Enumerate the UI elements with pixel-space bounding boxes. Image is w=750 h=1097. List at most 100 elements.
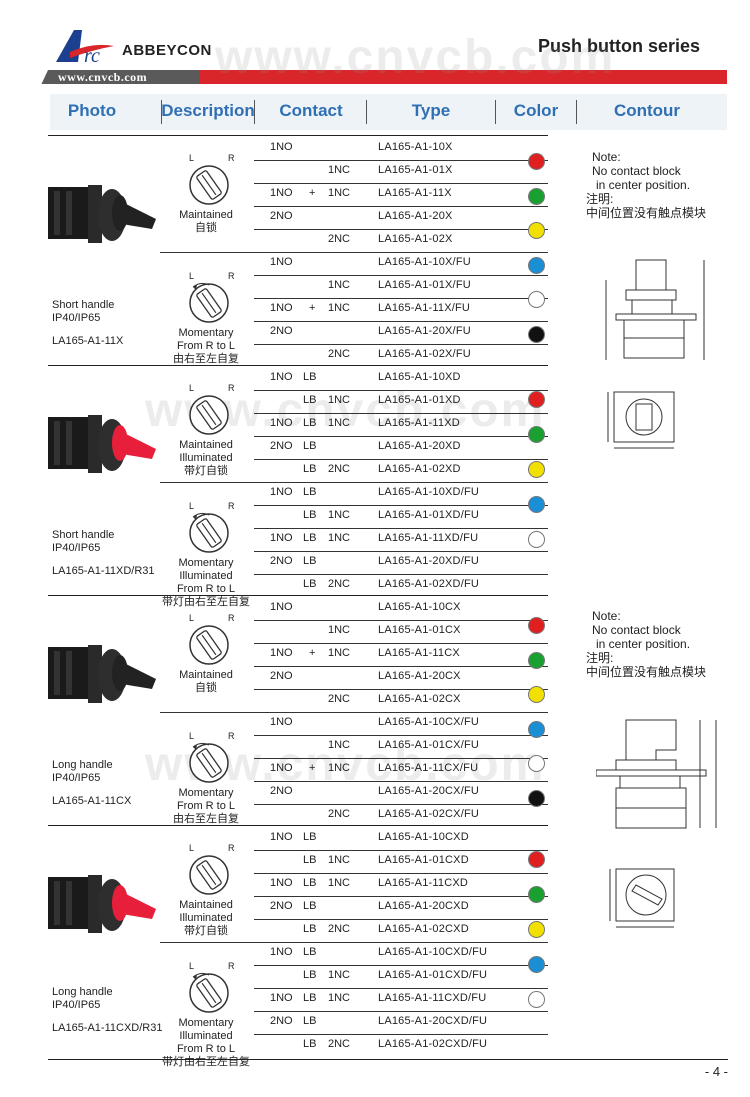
mode-description: 由右至左自复	[173, 353, 239, 365]
dial-label-left: L	[189, 383, 195, 393]
color-swatch-red[interactable]	[528, 617, 545, 634]
color-swatch-green[interactable]	[528, 426, 545, 443]
type-code[interactable]: LA165-A1-11CXD/FU	[378, 992, 487, 1004]
color-swatch-white[interactable]	[528, 291, 545, 308]
row-divider	[254, 413, 548, 414]
row-divider	[254, 574, 548, 575]
mode-description: Illuminated	[179, 912, 233, 924]
type-code[interactable]: LA165-A1-20CX	[378, 670, 461, 682]
note-block: Note: No contact block in center positio…	[586, 150, 706, 220]
type-code[interactable]: LA165-A1-10XD/FU	[378, 486, 480, 498]
color-swatch-blue[interactable]	[528, 720, 545, 738]
type-code[interactable]: LA165-A1-10CXD/FU	[378, 946, 488, 958]
type-code[interactable]: LA165-A1-02X	[378, 233, 453, 245]
type-code[interactable]: LA165-A1-11X	[378, 187, 452, 199]
type-code[interactable]: LA165-A1-20X/FU	[378, 325, 471, 337]
type-code[interactable]: LA165-A1-11CXD	[378, 877, 469, 889]
type-code[interactable]: LA165-A1-10X	[378, 141, 453, 153]
dial-label-right: R	[228, 383, 235, 393]
row-divider	[254, 804, 548, 805]
color-swatch-yellow[interactable]	[528, 686, 545, 703]
type-code[interactable]: LA165-A1-02CX/FU	[378, 808, 480, 820]
type-code[interactable]: LA165-A1-02CX	[378, 693, 461, 705]
color-swatch-blue[interactable]	[528, 956, 545, 973]
note-line: in center position.	[596, 637, 691, 651]
row-divider	[254, 850, 548, 851]
section-divider	[48, 825, 548, 826]
note-line: Note:	[592, 150, 621, 164]
color-swatch-yellow[interactable]	[528, 461, 545, 478]
selector-dial-icon	[187, 971, 231, 1020]
contact-lb1: LB	[303, 417, 317, 429]
color-swatch-blue[interactable]	[528, 496, 545, 513]
color-swatch-red[interactable]	[528, 391, 545, 408]
color-swatch-green[interactable]	[528, 187, 545, 205]
color-swatch-white[interactable]	[528, 531, 545, 548]
note-line: No contact block	[592, 623, 681, 637]
color-swatch-green[interactable]	[528, 651, 545, 669]
row-divider	[254, 160, 548, 161]
type-code[interactable]: LA165-A1-10X/FU	[378, 256, 471, 268]
website-url[interactable]: www.cnvcb.com	[58, 70, 148, 84]
type-code[interactable]: LA165-A1-20CX/FU	[378, 785, 480, 797]
type-code[interactable]: LA165-A1-02X/FU	[378, 348, 471, 360]
type-code[interactable]: LA165-A1-20XD	[378, 440, 461, 452]
type-code[interactable]: LA165-A1-11XD/FU	[378, 532, 479, 544]
contact-no: 2NO	[270, 1015, 293, 1027]
mode-description: Maintained	[179, 669, 233, 681]
mode-description: Momentary	[178, 557, 234, 569]
type-code[interactable]: LA165-A1-01XD	[378, 394, 461, 406]
type-code[interactable]: LA165-A1-02XD	[378, 463, 461, 475]
product-info: IP40/IP65	[52, 542, 101, 554]
type-code[interactable]: LA165-A1-10CX/FU	[378, 716, 480, 728]
color-swatch-red[interactable]	[528, 153, 545, 170]
type-code[interactable]: LA165-A1-20X	[378, 210, 453, 222]
type-code[interactable]: LA165-A1-01X/FU	[378, 279, 471, 291]
contact-lb1: LB	[303, 877, 317, 889]
contact-lb1: LB	[303, 831, 317, 843]
note-line: 中间位置没有触点模块	[586, 206, 707, 220]
type-code[interactable]: LA165-A1-11CX	[378, 647, 460, 659]
col-divider	[161, 100, 162, 124]
type-code[interactable]: LA165-A1-01CX/FU	[378, 739, 480, 751]
contact-lb2: LB	[303, 854, 317, 866]
type-code[interactable]: LA165-A1-02CXD	[378, 923, 469, 935]
color-swatch-blue[interactable]	[528, 256, 545, 274]
col-divider	[576, 100, 577, 124]
selector-dial-icon	[187, 853, 231, 902]
row-divider	[254, 919, 548, 920]
dial-label-left: L	[189, 501, 195, 511]
color-swatch-green[interactable]	[528, 886, 545, 903]
product-info: Long handle	[52, 986, 113, 998]
type-code[interactable]: LA165-A1-11XD	[378, 417, 460, 429]
col-divider	[254, 100, 255, 124]
contact-plus: +	[309, 647, 316, 659]
type-code[interactable]: LA165-A1-01X	[378, 164, 453, 176]
type-code[interactable]: LA165-A1-01CX	[378, 624, 461, 636]
selector-dial-icon	[187, 741, 231, 790]
color-swatch-white[interactable]	[528, 991, 545, 1008]
type-code[interactable]: LA165-A1-02CXD/FU	[378, 1038, 488, 1050]
color-swatch-black[interactable]	[528, 325, 545, 343]
mode-description: Maintained	[179, 209, 233, 221]
type-code[interactable]: LA165-A1-02XD/FU	[378, 578, 480, 590]
type-code[interactable]: LA165-A1-10CXD	[378, 831, 469, 843]
type-code[interactable]: LA165-A1-01XD/FU	[378, 509, 480, 521]
type-code[interactable]: LA165-A1-11CX/FU	[378, 762, 479, 774]
row-divider	[254, 781, 548, 782]
color-swatch-red[interactable]	[528, 851, 545, 868]
type-code[interactable]: LA165-A1-10CX	[378, 601, 461, 613]
type-code[interactable]: LA165-A1-01CXD	[378, 854, 469, 866]
color-swatch-yellow[interactable]	[528, 222, 545, 239]
type-code[interactable]: LA165-A1-20CXD	[378, 900, 469, 912]
color-swatch-black[interactable]	[528, 789, 545, 807]
type-code[interactable]: LA165-A1-11X/FU	[378, 302, 471, 314]
color-swatch-yellow[interactable]	[528, 921, 545, 938]
type-code[interactable]: LA165-A1-20CXD/FU	[378, 1015, 488, 1027]
mode-description: Momentary	[178, 1017, 234, 1029]
type-code[interactable]: LA165-A1-20XD/FU	[378, 555, 480, 567]
type-code[interactable]: LA165-A1-01CXD/FU	[378, 969, 488, 981]
type-code[interactable]: LA165-A1-10XD	[378, 371, 461, 383]
color-swatch-white[interactable]	[528, 755, 545, 772]
contact-no: 2NO	[270, 555, 293, 567]
